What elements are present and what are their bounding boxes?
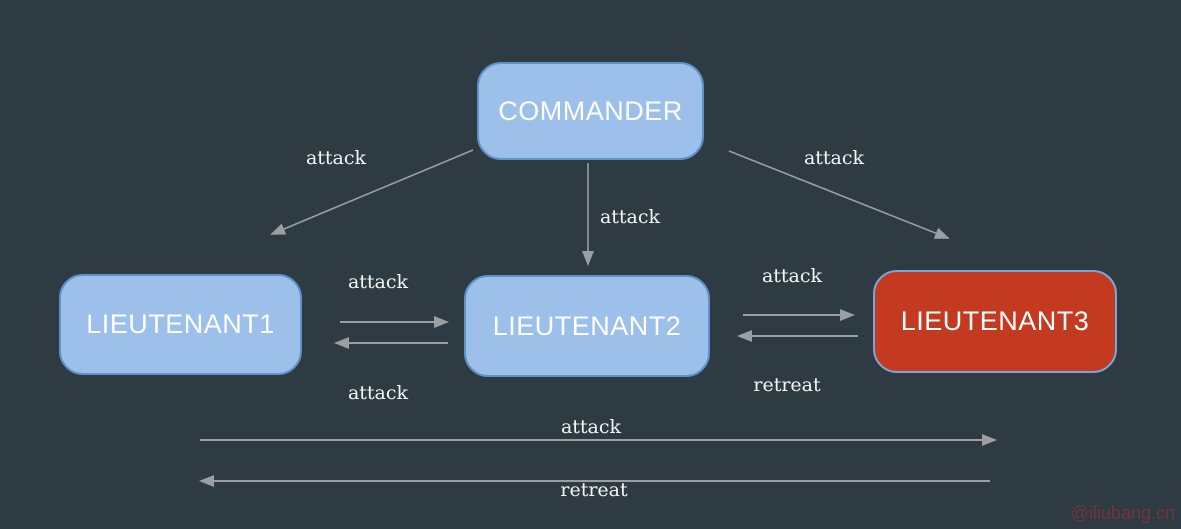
node-lieutenant2-label: LIEUTENANT2	[492, 310, 682, 341]
edge-label-lieutenant3-lieutenant2: retreat	[753, 374, 821, 396]
watermark: @iliubang.cn	[1070, 503, 1175, 523]
edge-label-lieutenant2-lieutenant3: attack	[761, 265, 823, 287]
edge-label-lieutenant2-lieutenant1: attack	[347, 382, 409, 404]
node-lieutenant2: LIEUTENANT2	[464, 275, 710, 377]
node-lieutenant3: LIEUTENANT3	[873, 270, 1117, 373]
node-lieutenant1: LIEUTENANT1	[59, 274, 302, 375]
edge-label-lieutenant1-lieutenant2: attack	[347, 271, 409, 293]
node-lieutenant3-label: LIEUTENANT3	[900, 306, 1090, 336]
edge-label-commander-lieutenant1: attack	[305, 147, 367, 169]
edge-commander-lieutenant3	[728, 150, 950, 239]
edge-commander-lieutenant1	[270, 149, 474, 235]
node-commander-label: COMMANDER	[498, 95, 683, 126]
node-lieutenant1-label: LIEUTENANT1	[86, 309, 275, 339]
edge-label-commander-lieutenant3: attack	[803, 147, 865, 169]
edge-label-commander-lieutenant2: attack	[599, 206, 661, 228]
edge-label-lieutenant3-lieutenant1: retreat	[560, 479, 628, 501]
node-commander: COMMANDER	[477, 62, 704, 160]
edge-label-lieutenant1-lieutenant3: attack	[560, 416, 622, 438]
